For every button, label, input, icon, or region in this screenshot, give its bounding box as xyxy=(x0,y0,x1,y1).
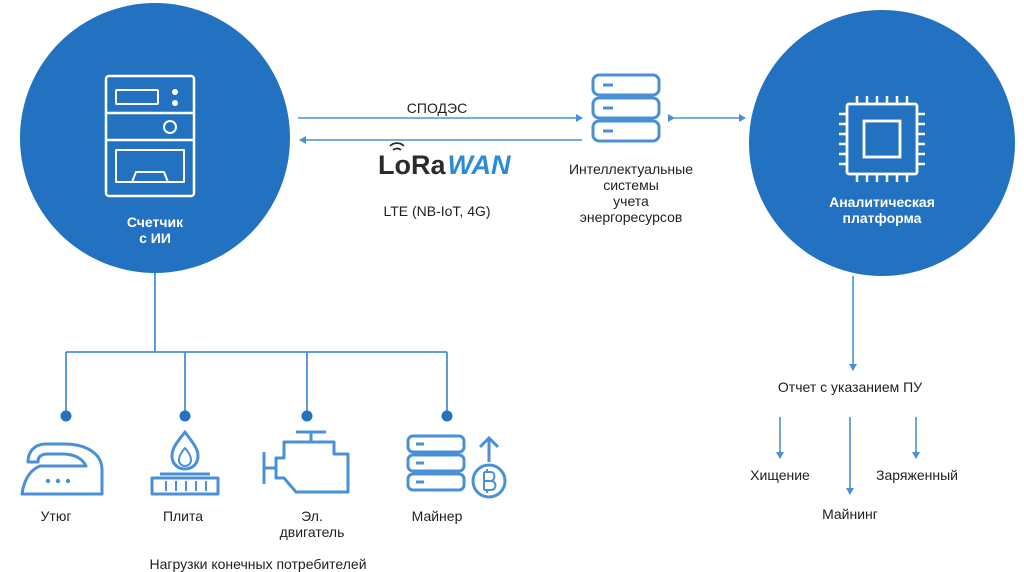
bus-node xyxy=(60,410,72,422)
lte-label: LTE (NB-IoT, 4G) xyxy=(383,203,491,219)
lorawan-logo-part1: LoRa xyxy=(378,150,446,180)
platform-label-line1: Аналитическая xyxy=(829,194,935,210)
load-label-motor-line1: Эл. xyxy=(301,508,323,524)
server-label: Интеллектуальные системы учета энергорес… xyxy=(556,161,706,225)
load-label-motor: Эл. двигатель xyxy=(262,508,362,540)
load-label-miner: Майнер xyxy=(411,508,463,524)
bus-node xyxy=(441,410,453,422)
server-label-line4: энергоресурсов xyxy=(579,209,683,225)
electric-meter-icon xyxy=(104,74,196,198)
loads-caption: Нагрузки конечных потребителей xyxy=(149,556,367,572)
cpu-chip-icon xyxy=(839,96,925,182)
bus-node xyxy=(179,410,191,422)
report-title: Отчет с указанием ПУ xyxy=(777,379,923,395)
load-label-stove: Плита xyxy=(162,508,204,524)
load-label-iron: Утюг xyxy=(40,508,72,524)
iron-icon xyxy=(20,442,104,496)
load-label-motor-line2: двигатель xyxy=(279,524,345,540)
outcome-mining: Майнинг xyxy=(822,506,878,522)
electric-motor-icon xyxy=(262,430,350,494)
platform-label-line2: платформа xyxy=(842,210,922,226)
spodes-label: СПОДЭС xyxy=(406,100,468,116)
outcome-theft: Хищение xyxy=(750,467,810,483)
meter-label-line1: Счетчик xyxy=(126,214,184,230)
outcome-charged: Заряженный xyxy=(876,467,958,483)
lorawan-logo: LoRaWAN xyxy=(378,150,511,181)
gas-stove-icon xyxy=(150,430,220,496)
server-label-line2: системы xyxy=(603,177,659,193)
meter-label: Счетчик с ИИ xyxy=(105,214,205,246)
bus-node xyxy=(301,410,313,422)
meter-label-line2: с ИИ xyxy=(139,230,171,246)
lora-signal-icon xyxy=(389,142,405,151)
server-label-line1: Интеллектуальные xyxy=(568,161,694,177)
bitcoin-miner-icon xyxy=(406,434,507,499)
server-stack-icon xyxy=(591,73,661,143)
server-label-line3: учета xyxy=(613,193,649,209)
lorawan-logo-part2: WAN xyxy=(447,150,511,180)
platform-label: Аналитическая платформа xyxy=(812,194,952,226)
load-bus xyxy=(65,273,448,416)
meter-circle xyxy=(20,3,290,273)
platform-circle xyxy=(749,10,1015,276)
